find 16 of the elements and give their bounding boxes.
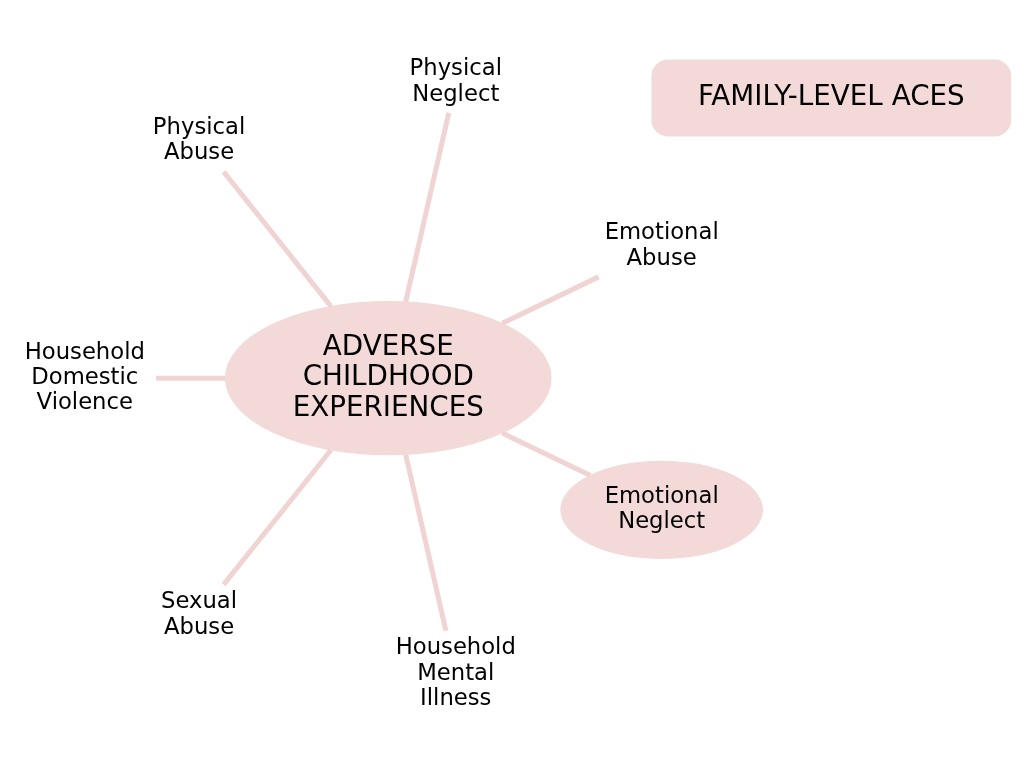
node-text: Physical Abuse [152, 112, 246, 164]
node-box: FAMILY-LEVEL ACES [651, 59, 1012, 136]
node-text: Emotional Abuse [604, 217, 719, 270]
connector [501, 274, 600, 326]
connector [221, 447, 333, 586]
node-text: Sexual Abuse [161, 586, 238, 639]
node-text: Physical Neglect [409, 53, 502, 106]
connector [156, 375, 226, 381]
connector [403, 453, 449, 631]
connector [501, 430, 592, 478]
connector [403, 111, 452, 302]
node-text: Household Domestic Violence [24, 337, 145, 414]
node-ellipse: Emotional Neglect [560, 460, 764, 559]
node-text: Household Mental Illness [395, 632, 516, 710]
node-ellipse: ADVERSE CHILDHOOD EXPERIENCES [224, 300, 552, 455]
connector [221, 169, 333, 308]
